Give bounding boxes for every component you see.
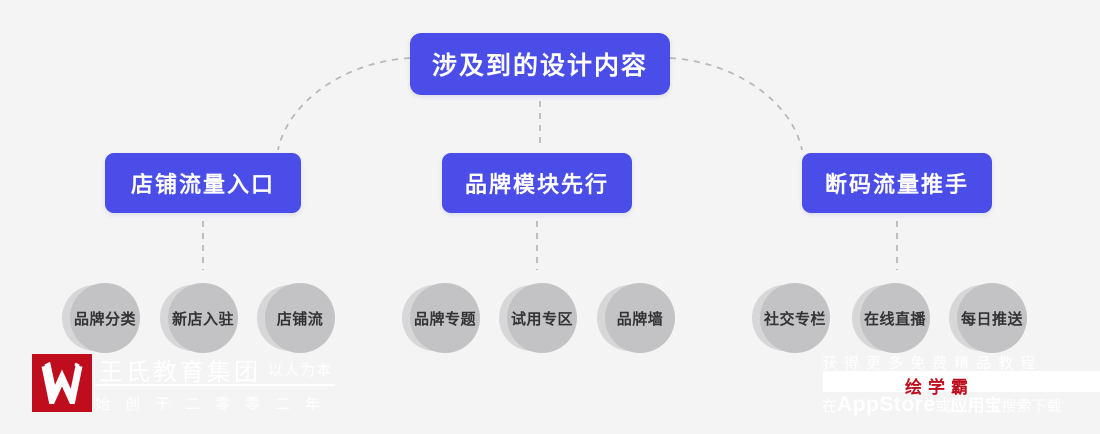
- leaf-node: 在线直播: [852, 283, 930, 353]
- branch-node-label: 店铺流量入口: [130, 172, 275, 197]
- circle-face: 社交专栏: [760, 283, 830, 353]
- leaf-label: 社交专栏: [763, 310, 826, 328]
- watermark-promo: 获得更多免费精品教程: [822, 355, 1043, 372]
- leaf-node: 品牌专题: [402, 283, 480, 353]
- leaf-label: 每日推送: [960, 310, 1023, 328]
- leaf-node: 社交专栏: [752, 283, 830, 353]
- leaf-label: 在线直播: [863, 310, 926, 328]
- download-or: 或: [935, 398, 951, 415]
- download-store-appstore: AppStore: [837, 393, 936, 416]
- watermark-brand: 绘学霸: [905, 378, 974, 397]
- connector-root-to-branch-0: [277, 57, 411, 151]
- watermark-divider: [95, 384, 335, 386]
- root-node-label: 涉及到的设计内容: [431, 52, 648, 80]
- leaf-node: 每日推送: [949, 283, 1027, 353]
- leaf-node: 品牌墙: [597, 283, 675, 353]
- circle-face: 品牌专题: [410, 283, 480, 353]
- branch-node-store-traffic: 店铺流量入口: [105, 153, 301, 213]
- download-store-yingyongbao: 应用宝: [950, 396, 1002, 415]
- leaf-node: 试用专区: [499, 283, 577, 353]
- watermark-band: [823, 371, 1100, 392]
- leaf-label: 新店入驻: [171, 310, 234, 328]
- branch-node-clearance-traffic: 断码流量推手: [802, 153, 992, 213]
- leaf-node: 新店入驻: [160, 283, 238, 353]
- leaf-label: 品牌专题: [413, 310, 476, 328]
- leaf-node: 店铺流: [257, 283, 335, 353]
- download-suffix: 搜索下载: [1001, 398, 1062, 415]
- leaf-label: 店铺流: [276, 310, 324, 328]
- circle-face: 品牌分类: [70, 283, 140, 353]
- circle-face: 试用专区: [507, 283, 577, 353]
- w-glyph-icon: [41, 362, 83, 404]
- root-node: 涉及到的设计内容: [410, 33, 670, 95]
- download-prefix: 在: [822, 398, 838, 415]
- branch-node-label: 品牌模块先行: [464, 172, 609, 197]
- circle-face: 店铺流: [265, 283, 335, 353]
- watermark-download-line: 在AppStore或应用宝搜索下载: [822, 391, 1062, 417]
- circle-face: 在线直播: [860, 283, 930, 353]
- watermark-founded: 始创于二零零二年: [95, 396, 336, 413]
- connector-root-to-branch-2: [669, 57, 803, 151]
- leaf-label: 试用专区: [510, 310, 573, 328]
- watermark-company: 王氏教育集团: [99, 359, 261, 386]
- wangshi-logo-icon: [32, 354, 92, 412]
- leaf-label: 品牌墙: [616, 310, 664, 328]
- branch-node-brand-module: 品牌模块先行: [442, 153, 632, 213]
- circle-face: 每日推送: [957, 283, 1027, 353]
- circle-face: 品牌墙: [605, 283, 675, 353]
- leaf-label: 品牌分类: [73, 310, 136, 328]
- watermark-slogan: 以人为本: [268, 362, 333, 379]
- branch-node-label: 断码流量推手: [824, 172, 969, 197]
- circle-face: 新店入驻: [168, 283, 238, 353]
- leaf-node: 品牌分类: [62, 283, 140, 353]
